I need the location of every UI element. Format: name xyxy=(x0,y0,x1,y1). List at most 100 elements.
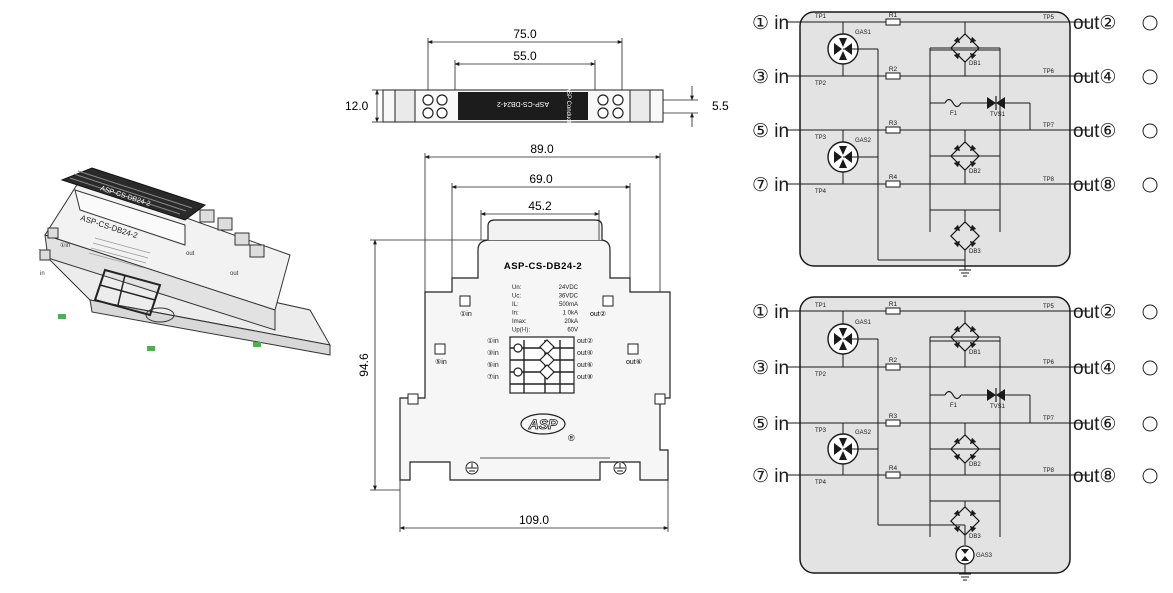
input-label: ③ in xyxy=(752,358,789,379)
front-logo-text: ASP xyxy=(528,416,558,432)
resistor-icon xyxy=(885,126,901,134)
resistor-label: R1 xyxy=(889,12,898,19)
testpoint-in-label: TP3 xyxy=(815,428,827,434)
front-pin-out: out⑥ xyxy=(577,361,593,369)
gas-tube-label: GAS2 xyxy=(855,430,872,436)
spec-label: IL: xyxy=(512,302,519,308)
gas3-tube-icon xyxy=(955,545,975,565)
dim-top-outer: 75.0 xyxy=(513,27,537,41)
output-label: out⑥ xyxy=(1073,121,1116,142)
resistor-icon xyxy=(885,471,901,479)
fuse-icon xyxy=(944,390,962,400)
front-pin-in: ①in xyxy=(487,337,499,345)
dim-top-height: 12.0 xyxy=(345,99,369,113)
front-pin-out: out② xyxy=(577,337,593,345)
svg-text:out: out xyxy=(230,271,239,277)
schematic-panel xyxy=(799,296,1071,574)
terminal-icon xyxy=(1142,416,1158,432)
fuse-icon xyxy=(944,98,962,108)
resistor-icon xyxy=(885,72,901,80)
spec-label: In: xyxy=(512,311,519,317)
spec-label: Up(l-l): xyxy=(512,328,530,334)
tvs-diode-icon xyxy=(987,97,996,109)
input-label: ① in xyxy=(752,302,789,323)
output-label: out④ xyxy=(1073,358,1116,379)
terminal-icon xyxy=(1142,69,1158,85)
terminal-icon xyxy=(1142,468,1158,484)
resistor-label: R2 xyxy=(889,66,898,73)
front-logo xyxy=(520,413,566,435)
output-label: out⑥ xyxy=(1073,414,1116,435)
gas-tube-label: GAS1 xyxy=(855,320,872,326)
spec-value: 24VDC xyxy=(559,285,579,291)
fuse-label: F1 xyxy=(950,403,958,409)
fuse-label: F1 xyxy=(950,111,958,117)
spec-label: Uc: xyxy=(512,294,521,300)
dim-top-inner: 55.0 xyxy=(513,49,537,63)
testpoint-out-label: TP6 xyxy=(1043,360,1055,366)
dim-front-height: 94.6 xyxy=(357,353,371,377)
resistor-label: R4 xyxy=(889,465,898,472)
resistor-icon xyxy=(885,419,901,427)
front-pin-in: ③in xyxy=(487,349,499,357)
testpoint-out-label: TP5 xyxy=(1043,15,1055,21)
dim-front-top: 89.0 xyxy=(530,142,554,156)
diode-bridge-label: DB3 xyxy=(969,249,981,255)
isometric-product-view: ASP-CS-DB24-2 ASP-CS-DB24-2 ①in out in o… xyxy=(38,167,331,356)
ground-icon xyxy=(465,461,627,475)
front-top-in: ①in xyxy=(460,310,472,318)
tvs-label: TVS1 xyxy=(990,112,1006,118)
resistor-icon xyxy=(885,180,901,188)
output-label: out⑧ xyxy=(1073,466,1116,487)
dim-front-inner: 45.2 xyxy=(528,199,552,213)
front-mid-in: ⑤in xyxy=(435,358,447,366)
resistor-icon xyxy=(885,18,901,26)
input-label: ⑤ in xyxy=(752,414,789,435)
front-model: ASP-CS-DB24-2 xyxy=(504,261,582,272)
tvs-label: TVS1 xyxy=(990,404,1006,410)
terminal-icon xyxy=(1142,177,1158,193)
diode-bridge-label: DB1 xyxy=(969,350,981,356)
diode-bridge-label: DB2 xyxy=(969,169,981,175)
input-label: ⑦ in xyxy=(752,466,789,487)
diode-bridge-label: DB1 xyxy=(969,61,981,67)
svg-text:①in: ①in xyxy=(60,242,70,249)
front-pin-in: ⑤in xyxy=(487,361,499,369)
testpoint-out-label: TP7 xyxy=(1043,416,1055,422)
spec-value: 1 0kA xyxy=(563,311,578,317)
iso-logo xyxy=(145,307,175,323)
diode-bridge-label: DB2 xyxy=(969,462,981,468)
testpoint-in-label: TP4 xyxy=(815,480,827,486)
output-label: out⑧ xyxy=(1073,175,1116,196)
svg-text:in: in xyxy=(40,271,45,277)
spec-label: Imax: xyxy=(512,319,527,325)
output-label: out④ xyxy=(1073,67,1116,88)
spec-value: 36VDC xyxy=(559,294,579,300)
front-top-out: out② xyxy=(590,310,606,318)
terminal-icon xyxy=(1142,123,1158,139)
front-mid-out: out⑥ xyxy=(626,358,642,366)
testpoint-in-label: TP1 xyxy=(815,14,827,20)
testpoint-out-label: TP7 xyxy=(1043,123,1055,129)
testpoint-out-label: TP5 xyxy=(1043,304,1055,310)
gas-tube-label: GAS1 xyxy=(855,30,872,36)
testpoint-in-label: TP2 xyxy=(815,81,827,87)
front-view-drawing: ASP-CS-DB24-2 ①in out② ⑤in out⑥ Un: 24VDC… xyxy=(357,142,671,532)
input-label: ① in xyxy=(752,13,789,34)
tvs-diode-icon xyxy=(987,389,996,401)
resistor-icon xyxy=(885,363,901,371)
svg-text:out: out xyxy=(186,251,195,257)
dim-front-mid: 69.0 xyxy=(529,172,553,186)
testpoint-in-label: TP3 xyxy=(815,135,827,141)
spec-label: Un: xyxy=(512,285,522,291)
spec-value: 20kA xyxy=(564,319,578,325)
iso-terminals xyxy=(39,209,265,261)
resistor-icon xyxy=(885,307,901,315)
gas-tube-label: GAS2 xyxy=(855,138,872,144)
diode-bridge-label: DB3 xyxy=(969,534,981,540)
resistor-label: R4 xyxy=(889,174,898,181)
terminal-icon xyxy=(1142,15,1158,31)
